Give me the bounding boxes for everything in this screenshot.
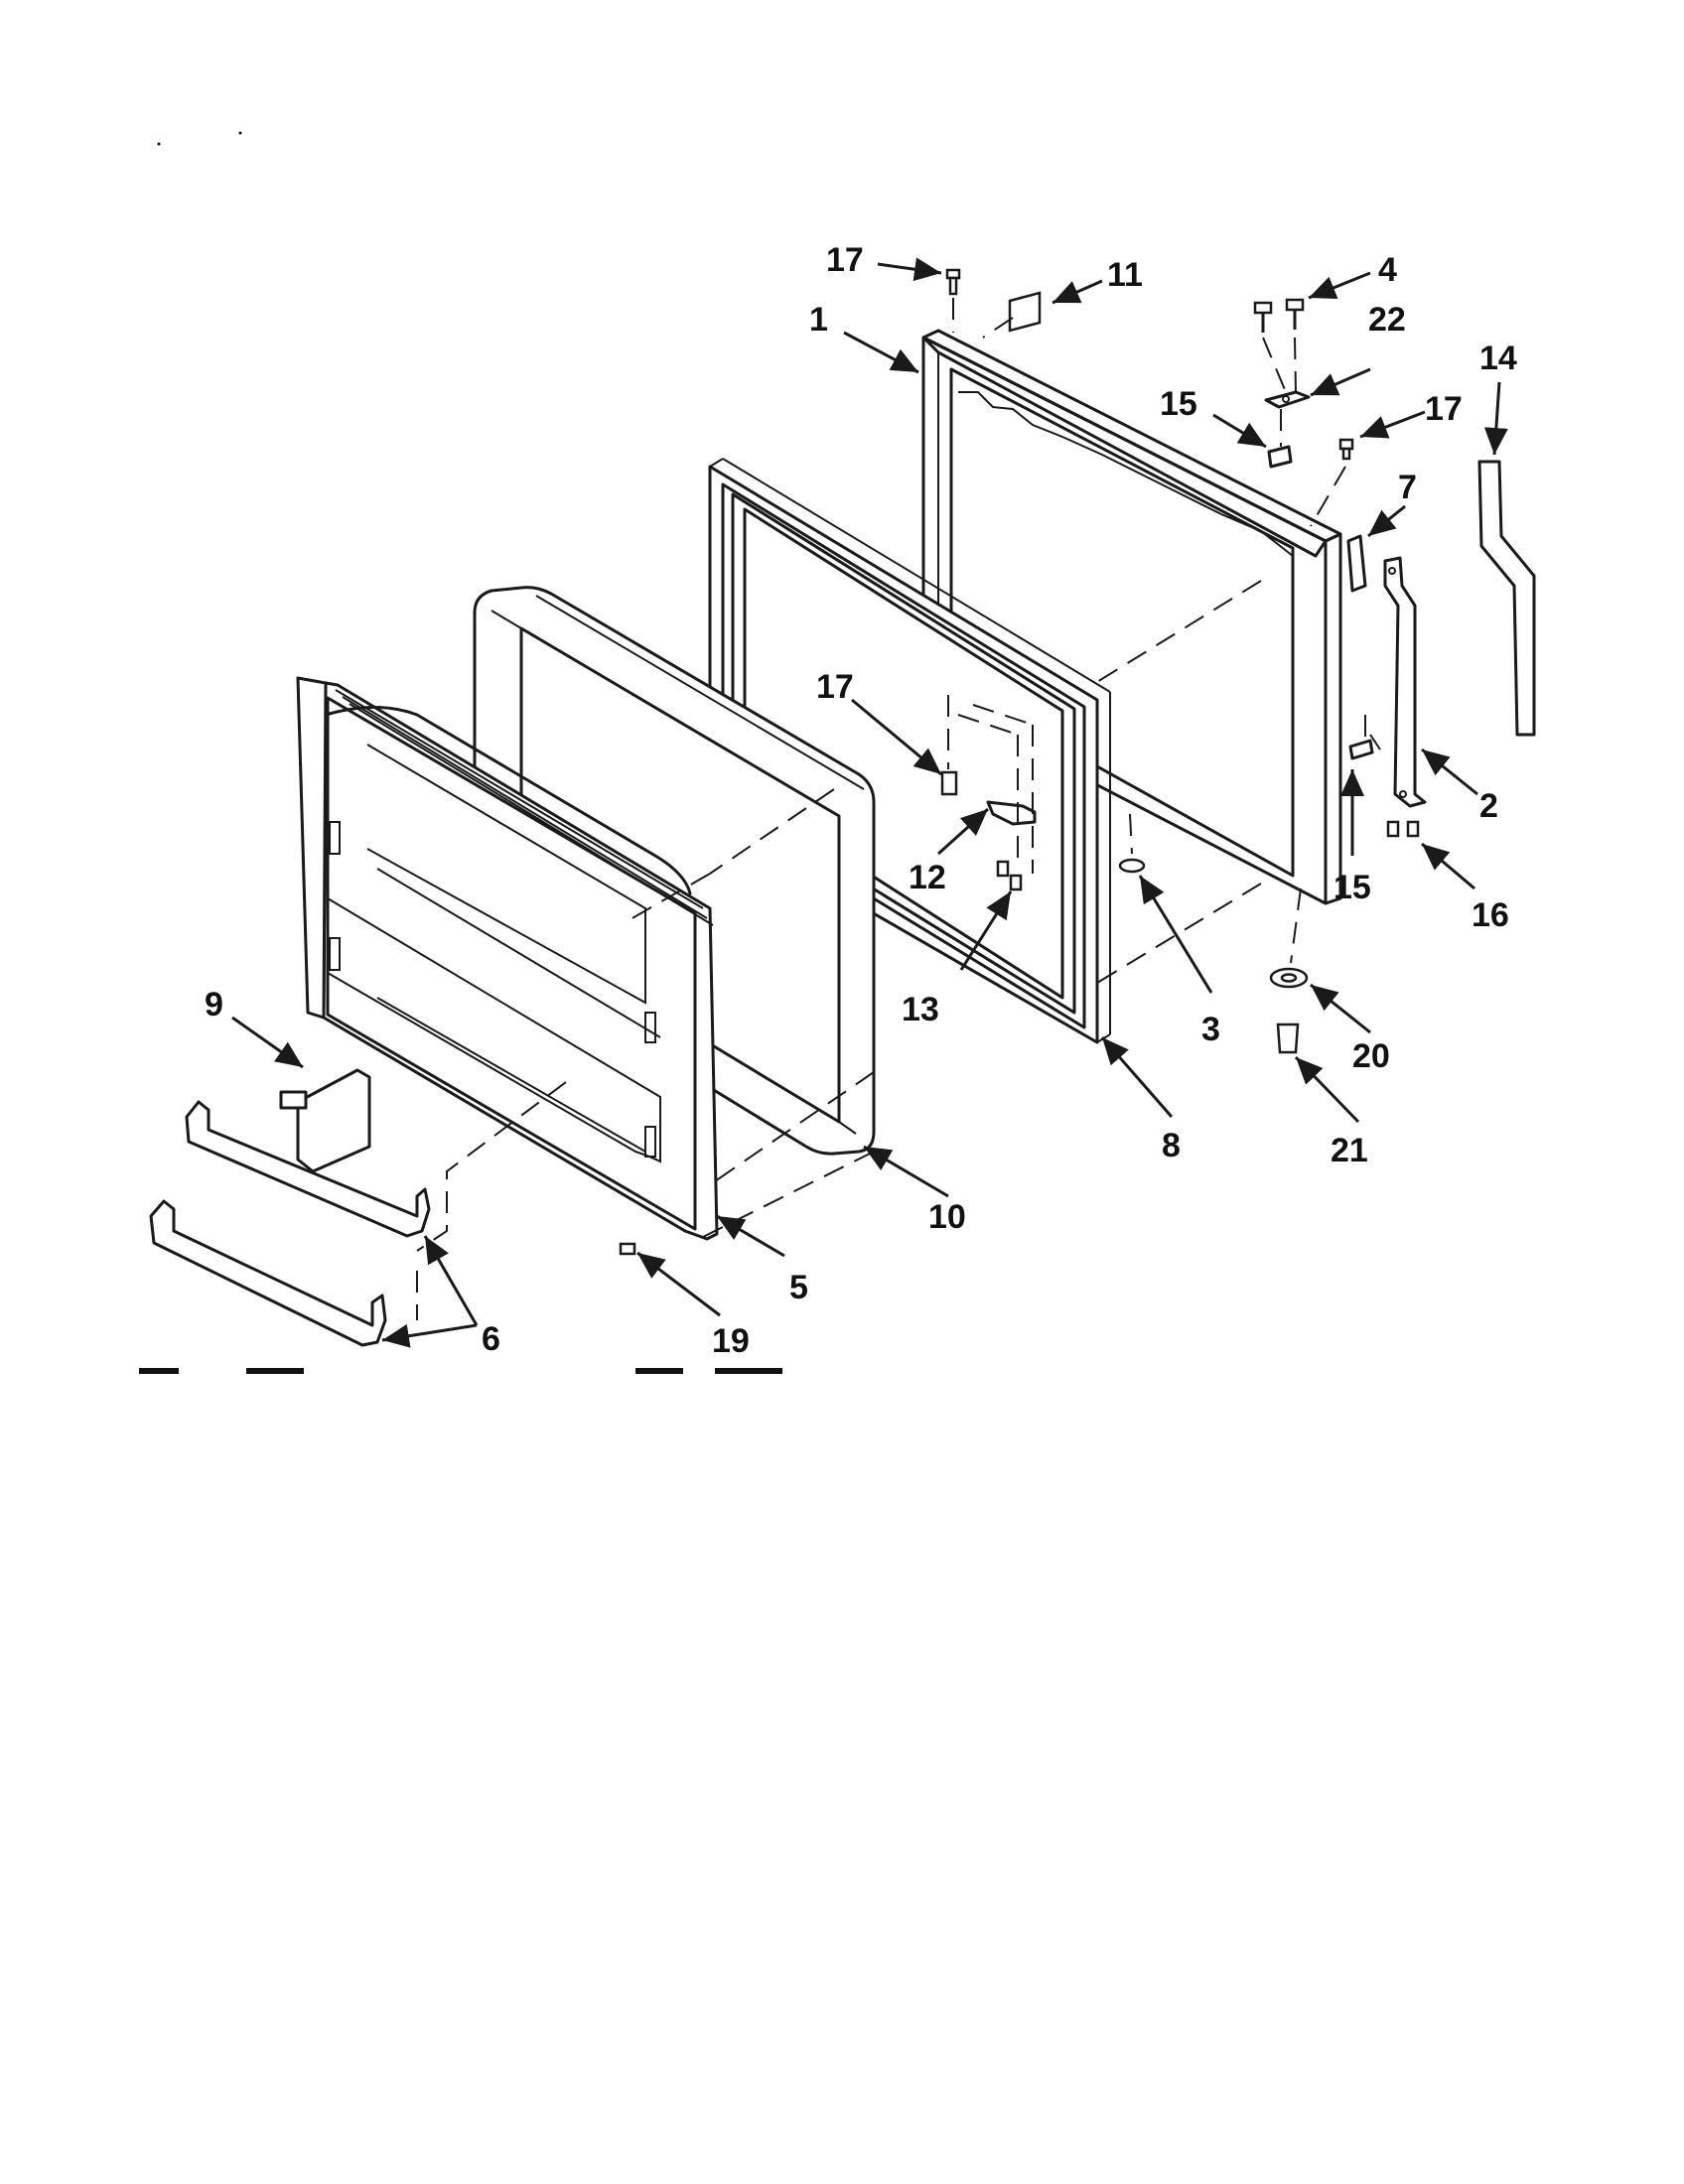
part-15-shim-top <box>1267 445 1293 469</box>
callout-13: 13 <box>902 991 939 1028</box>
part-12-hinge-clip <box>986 800 1037 826</box>
callout-7: 7 <box>1398 469 1417 506</box>
callout-2: 2 <box>1479 787 1498 825</box>
part-22-hinge-plate <box>1264 390 1311 409</box>
callout-9: 9 <box>205 986 223 1024</box>
part-7-spacer <box>1346 534 1367 593</box>
callout-19: 19 <box>712 1322 750 1360</box>
part-6-door-shelf-upper <box>185 1100 431 1238</box>
part-1-door-frame <box>921 329 1342 905</box>
part-17-screw-top <box>945 268 961 296</box>
callout-1: 1 <box>809 301 828 339</box>
assembly-alignment-lines <box>416 298 1381 1320</box>
part-5-door-panel <box>296 676 719 1241</box>
callout-6: 6 <box>482 1320 500 1358</box>
part-16-screws <box>1386 820 1420 838</box>
part-17-plug-mid <box>940 770 958 796</box>
part-15-shim-bottom <box>1348 739 1374 760</box>
callout-15-top: 15 <box>1160 385 1197 423</box>
part-17-screw-right <box>1338 438 1354 461</box>
part-14-trim-strip <box>1477 460 1536 737</box>
callout-21: 21 <box>1331 1132 1368 1169</box>
callout-4: 4 <box>1378 251 1397 289</box>
callout-17-right: 17 <box>1425 390 1463 428</box>
part-11-label <box>1008 291 1042 333</box>
part-3-washer <box>1118 858 1146 874</box>
part-20-washer <box>1269 967 1309 989</box>
callout-17-mid: 17 <box>816 668 854 706</box>
callout-labels: 17 11 4 22 14 1 15 17 7 17 12 2 15 16 13… <box>205 241 1517 1360</box>
callout-11: 11 <box>1107 256 1143 294</box>
cropped-text-fragment <box>139 1368 782 1374</box>
part-19-screw <box>619 1242 636 1256</box>
callout-10: 10 <box>928 1198 966 1236</box>
callout-20: 20 <box>1352 1037 1390 1075</box>
callout-15-bottom: 15 <box>1333 869 1371 906</box>
hardware <box>619 268 1420 1256</box>
callout-22: 22 <box>1368 301 1406 339</box>
part-6-door-shelf-lower <box>149 1199 387 1347</box>
scan-specks <box>157 131 242 146</box>
part-9-retainer-clip <box>279 1068 371 1173</box>
callout-3: 3 <box>1201 1011 1220 1048</box>
part-4-screws <box>1253 298 1305 333</box>
part-13-screws <box>996 860 1023 891</box>
part-21-plug <box>1276 1023 1300 1054</box>
callout-5: 5 <box>789 1269 808 1306</box>
callout-leaders <box>231 257 1508 1348</box>
callout-17-top: 17 <box>826 241 864 279</box>
callout-8: 8 <box>1162 1127 1181 1164</box>
part-2-hinge-bracket <box>1383 556 1427 808</box>
callout-12: 12 <box>909 859 946 896</box>
callout-14: 14 <box>1479 340 1517 377</box>
callout-16: 16 <box>1472 896 1509 934</box>
